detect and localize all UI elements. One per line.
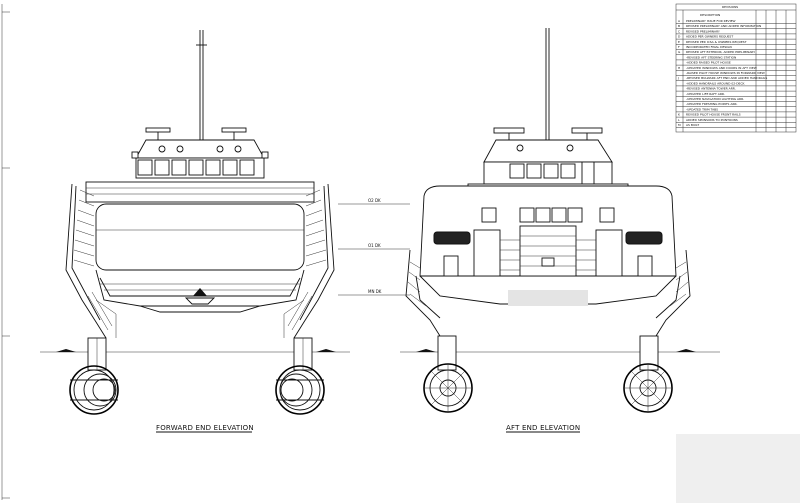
deck-label-o2: O2 DK [368, 198, 381, 203]
revision-letter: D [678, 35, 681, 39]
revision-description: -UPDATED NAVIGATION LIGHTING ARR. [686, 97, 744, 101]
deck-label-o1: O1 DK [368, 243, 381, 248]
revisions-title: REVISIONS [722, 5, 738, 9]
revision-description: -UPDATED WINDOWS AND DOORS IN AFT VIEW [686, 66, 757, 70]
revision-description: PRELIMINARY ISSUE FOR REVIEW [686, 19, 735, 23]
revision-description: INCORPORATED FINAL DESIGN [686, 45, 732, 49]
revision-description: -UPDATED TRIM TABS [686, 107, 718, 111]
revision-description: ADDED PER OWNERS REQUEST [686, 35, 733, 39]
revision-description: -UPDATED FRESHING POINTS ARR. [686, 102, 738, 106]
revision-description: -REVISED AFT STEERING STATION [686, 55, 736, 59]
revision-description: -RAISED PILOT HOUSE WINDOWS IN FORWARD V… [686, 71, 765, 75]
revision-description: REVISED PILOT HOUSE FRONT RAILS [686, 113, 741, 117]
revisions-header-description: DESCRIPTION [700, 13, 720, 17]
revisions-table: REVISIONS DESCRIPTION A PRELIMINARY ISSUE… [675, 3, 797, 133]
revision-letter: A [678, 19, 681, 23]
revision-letter: H [678, 66, 680, 70]
revision-description: REVISED PER ICSA & OWNERS REQUEST [686, 40, 747, 44]
revision-description: ADDED SPONSONS TO PONTOONS [686, 118, 738, 122]
revision-description: -REVISED ANTENNA TOWER ARR. [686, 87, 736, 91]
revision-letter: M [678, 123, 681, 127]
revision-letter: J [677, 76, 679, 80]
revision-letter: G [678, 50, 681, 54]
view-label-forward: FORWARD END ELEVATION [156, 424, 254, 432]
deck-level-markers: O2 DK O1 DK MN DK [338, 198, 410, 296]
revision-description: -REVISED BULWARK AFT END AND ADDED HANDR… [686, 76, 767, 80]
view-label-aft: AFT END ELEVATION [506, 424, 580, 432]
revision-letter: L [678, 118, 680, 122]
revision-description: REVISED PRELIMINARY [686, 29, 720, 33]
revision-description: AS BUILT [686, 123, 699, 127]
revision-description: REVISED PRELIMINARY AND ADDED INFORMATIO… [686, 24, 761, 28]
deck-label-main: MN DK [368, 289, 382, 294]
forward-elevation-drawing [40, 30, 350, 415]
revision-letter: E [678, 40, 680, 44]
revision-letter: B [678, 24, 680, 28]
revision-letter: F [678, 45, 680, 49]
revision-letter: C [678, 29, 680, 33]
revision-description: -UPDATED LIFE RAFT ARR. [686, 92, 725, 96]
revision-description: -ADDED RAISED PILOT HOUSE [686, 61, 731, 65]
revision-description: -ADDED HANDRAILS AROUND 02-DECK [686, 81, 746, 85]
revision-letter: K [678, 113, 681, 117]
revision-description: REVISED AFT EXTERIOR, ADDED PRELIMINARY [686, 50, 755, 54]
aft-elevation-drawing [400, 28, 720, 413]
